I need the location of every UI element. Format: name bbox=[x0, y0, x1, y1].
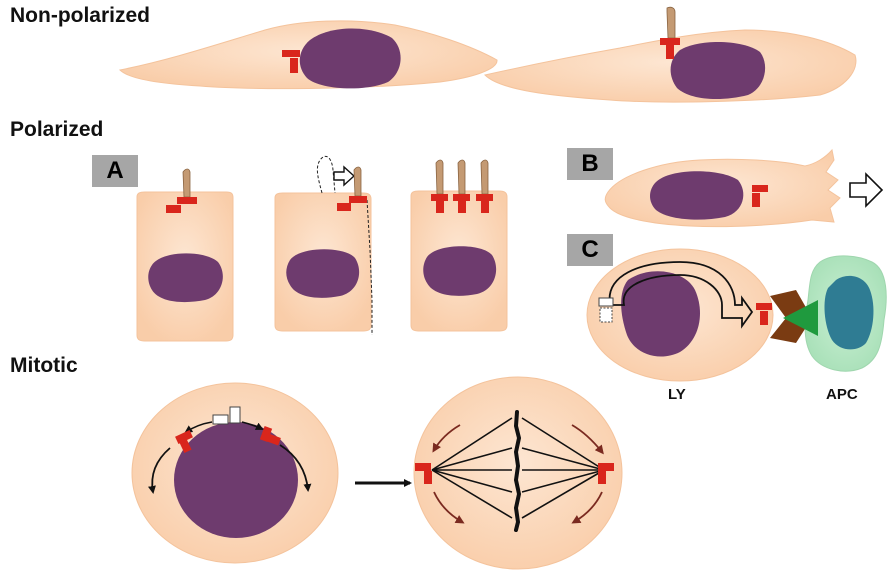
primary-cilium bbox=[436, 160, 443, 194]
centriole bbox=[337, 203, 351, 211]
nucleus bbox=[148, 253, 223, 302]
centriole bbox=[290, 58, 298, 73]
section-title-mitotic: Mitotic bbox=[10, 354, 78, 378]
nucleus bbox=[286, 249, 359, 298]
centriole bbox=[666, 45, 674, 59]
basal-body bbox=[453, 194, 470, 201]
migration-arrow bbox=[334, 167, 354, 185]
initial-centrosome-position bbox=[599, 298, 613, 322]
section-title-polarized: Polarized bbox=[10, 118, 103, 142]
centriole bbox=[598, 463, 614, 471]
nucleus bbox=[423, 246, 496, 296]
centriole bbox=[424, 471, 432, 484]
nucleus bbox=[650, 171, 743, 219]
primary-cilium bbox=[183, 169, 190, 197]
basal-body bbox=[349, 196, 367, 203]
centriole bbox=[436, 201, 444, 213]
lymphocyte-label: LY bbox=[668, 386, 686, 403]
primary-cilium bbox=[354, 167, 361, 196]
basal-body bbox=[476, 194, 493, 201]
epithelial-cell-1 bbox=[137, 169, 233, 341]
migrating-cell bbox=[605, 150, 882, 227]
lymphocyte-nucleus bbox=[621, 271, 700, 356]
nucleus bbox=[671, 42, 766, 99]
primary-cilium bbox=[667, 7, 675, 38]
centriole bbox=[752, 193, 760, 207]
mitotic-cell-metaphase bbox=[414, 377, 622, 569]
metaphase-plate bbox=[516, 412, 519, 530]
centriole bbox=[598, 471, 606, 484]
migration-arrow bbox=[850, 174, 882, 206]
non-polarized-cell-2 bbox=[485, 7, 856, 102]
panel-label-a: A bbox=[92, 155, 138, 187]
epithelial-cell-2 bbox=[275, 156, 372, 335]
non-polarized-cell-1 bbox=[120, 21, 497, 89]
centriole bbox=[756, 303, 772, 310]
centriole bbox=[166, 205, 181, 213]
centriole bbox=[415, 463, 431, 471]
centriole bbox=[458, 201, 466, 213]
basal-body bbox=[431, 194, 448, 201]
primary-cilium bbox=[458, 160, 465, 194]
epithelial-cell-3 bbox=[411, 160, 507, 331]
mitotic-cell-prophase bbox=[132, 383, 338, 563]
centriole bbox=[481, 201, 489, 213]
basal-body bbox=[660, 38, 680, 45]
immune-synapse bbox=[587, 249, 886, 381]
basal-body bbox=[177, 197, 197, 204]
centriole bbox=[282, 50, 300, 57]
section-title-non-polarized: Non-polarized bbox=[10, 4, 150, 28]
panel-label-c: C bbox=[567, 234, 613, 266]
nucleus bbox=[300, 28, 401, 88]
centriole bbox=[752, 185, 768, 192]
apc-label: APC bbox=[826, 386, 858, 403]
apc-nucleus bbox=[825, 276, 874, 349]
centriole bbox=[760, 311, 768, 325]
panel-label-b: B bbox=[567, 148, 613, 180]
primary-cilium bbox=[481, 160, 488, 194]
